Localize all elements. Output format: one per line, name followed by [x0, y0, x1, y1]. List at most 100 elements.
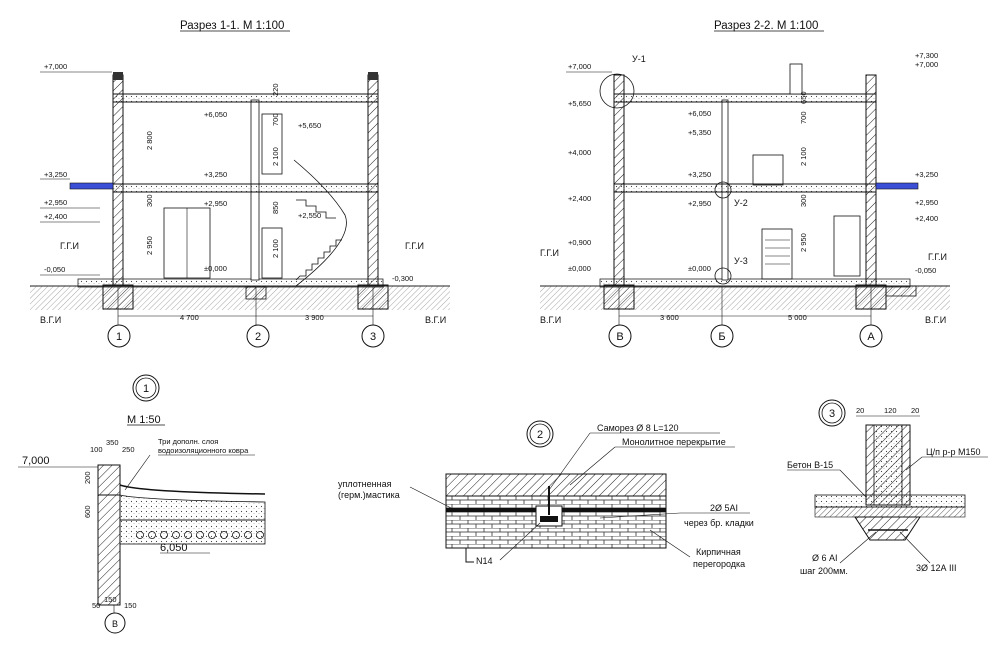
level-label: -0,300 — [392, 274, 413, 283]
level-label: +3,250 — [44, 170, 67, 179]
detail-label: перегородка — [693, 559, 745, 569]
ground-label: В.Г.И — [40, 315, 61, 325]
level-label: +6,050 — [204, 110, 227, 119]
dim-label: 250 — [122, 445, 135, 454]
axis-bubble: 1 — [116, 331, 122, 343]
dim-label: 2 950 — [145, 236, 154, 255]
detail-label: уплотненная — [338, 479, 392, 489]
detail-2: 2 Саморез Ø 8 L=120 Монолитное перекрыти… — [338, 420, 754, 569]
wall-axis-3 — [367, 74, 379, 286]
dim-label: 50 — [92, 601, 100, 610]
dim-label: 700 — [799, 111, 808, 124]
level-label: +7,000 — [44, 62, 67, 71]
dim-label: 2 800 — [145, 131, 154, 150]
level-label: +7,300 — [915, 51, 938, 60]
detail-label: Ц/п р-р М150 — [926, 447, 981, 457]
level-label: ±0,000 — [204, 264, 227, 273]
dims-2: 650 700 2 100 300 2 950 — [799, 91, 808, 252]
level-label: +2,400 — [568, 194, 591, 203]
level-label: -0,050 — [915, 266, 936, 275]
dim-label: 20 — [911, 406, 919, 415]
level-label: ±0,000 — [688, 264, 711, 273]
section-1-title: Разрез 1-1. М 1:100 — [180, 20, 284, 32]
dim-label: 150 — [124, 601, 137, 610]
axis-bubble: А — [867, 331, 875, 343]
detail-label: Ø 6 АI — [812, 553, 838, 563]
level-label: +6,050 — [688, 109, 711, 118]
dim-label: 2 950 — [799, 233, 808, 252]
level-label: +2,950 — [688, 199, 711, 208]
detail-label: Кирпичная — [696, 547, 741, 557]
axis-bubble: 3 — [370, 331, 376, 343]
wall-axis-1 — [112, 74, 124, 286]
detail-level: 6,050 — [160, 542, 188, 554]
axis-bubble: В — [112, 619, 118, 629]
level-label: +3,250 — [915, 170, 938, 179]
level-label: +5,650 — [298, 121, 321, 130]
section-1-1: Разрез 1-1. М 1:100 — [30, 20, 450, 348]
level-label: +2,950 — [204, 199, 227, 208]
span-label: 5 000 — [788, 313, 807, 322]
detail-level: 7,000 — [22, 455, 50, 467]
axis-bubble: 2 — [255, 331, 261, 343]
level-label: +2,550 — [298, 211, 321, 220]
level-label: +5,350 — [688, 128, 711, 137]
detail-label: Монолитное перекрытие — [622, 437, 726, 447]
level-label: +2,400 — [44, 212, 67, 221]
node-label: У-2 — [734, 198, 748, 208]
detail-label: Бетон В-15 — [787, 460, 833, 470]
level-label: +2,950 — [915, 198, 938, 207]
detail-number: 1 — [143, 383, 149, 395]
ground-label: В.Г.И — [925, 315, 946, 325]
detail-label: шаг 200мм. — [800, 566, 848, 576]
dim-label: 700 — [271, 113, 280, 126]
detail-label: (герм.)мастика — [338, 490, 400, 500]
level-label: +2,950 — [44, 198, 67, 207]
detail-label: N14 — [476, 556, 493, 566]
dim-label: 150 — [104, 595, 117, 604]
level-label: +5,650 — [568, 99, 591, 108]
dim-label: 2 100 — [271, 239, 280, 258]
ground-label: Г.Г.И — [540, 248, 559, 258]
dim-label: 600 — [83, 505, 92, 518]
level-label: +4,000 — [568, 148, 591, 157]
levels-2: +7,000 +5,650 +4,000 +2,400 +0,900 ±0,00… — [566, 51, 938, 275]
dim-label: 100 — [90, 445, 103, 454]
dim-label: 350 — [106, 438, 119, 447]
dim-label: 120 — [884, 406, 897, 415]
detail-label: Саморез Ø 8 L=120 — [597, 423, 679, 433]
dim-label: 220 — [271, 83, 280, 96]
level-label: -0,050 — [44, 265, 65, 274]
detail-scale: М 1:50 — [127, 414, 161, 426]
dim-label: 20 — [856, 406, 864, 415]
detail-label: 2Ø 5АI — [710, 503, 738, 513]
dim-label: 300 — [799, 194, 808, 207]
detail-1: 1 М 1:50 Три дополн. слоя водоизоляционн… — [18, 374, 266, 634]
axis-bubble: Б — [718, 331, 725, 343]
section-2-2: Разрез 2-2. М 1:100 У-1 У-2 У-3 +7,000 — [540, 20, 950, 348]
level-label: +7,000 — [568, 62, 591, 71]
span-label: 3 900 — [305, 313, 324, 322]
detail-note: Три дополн. слоя — [158, 437, 218, 446]
dim-label: 2 100 — [799, 147, 808, 166]
node-label: У-3 — [734, 256, 748, 266]
level-label: ±0,000 — [568, 264, 591, 273]
ground-label: В.Г.И — [540, 315, 561, 325]
ground-label: Г.Г.И — [405, 241, 424, 251]
wall-axis-v — [613, 74, 625, 286]
ground-label: Г.Г.И — [928, 252, 947, 262]
detail-note: водоизоляционного ковра — [158, 446, 249, 455]
level-label: +0,900 — [568, 238, 591, 247]
level-label: +2,400 — [915, 214, 938, 223]
axis-bubble: В — [616, 331, 623, 343]
dim-label: 650 — [799, 91, 808, 104]
detail-number: 3 — [829, 408, 835, 420]
detail-number: 2 — [537, 429, 543, 441]
level-label: +7,000 — [915, 60, 938, 69]
dim-label: 850 — [271, 201, 280, 214]
level-label: +3,250 — [204, 170, 227, 179]
detail-label: 3Ø 12А III — [916, 563, 957, 573]
dim-label: 200 — [83, 471, 92, 484]
detail-label: через бр. кладки — [684, 518, 754, 528]
span-label: 4 700 — [180, 313, 199, 322]
